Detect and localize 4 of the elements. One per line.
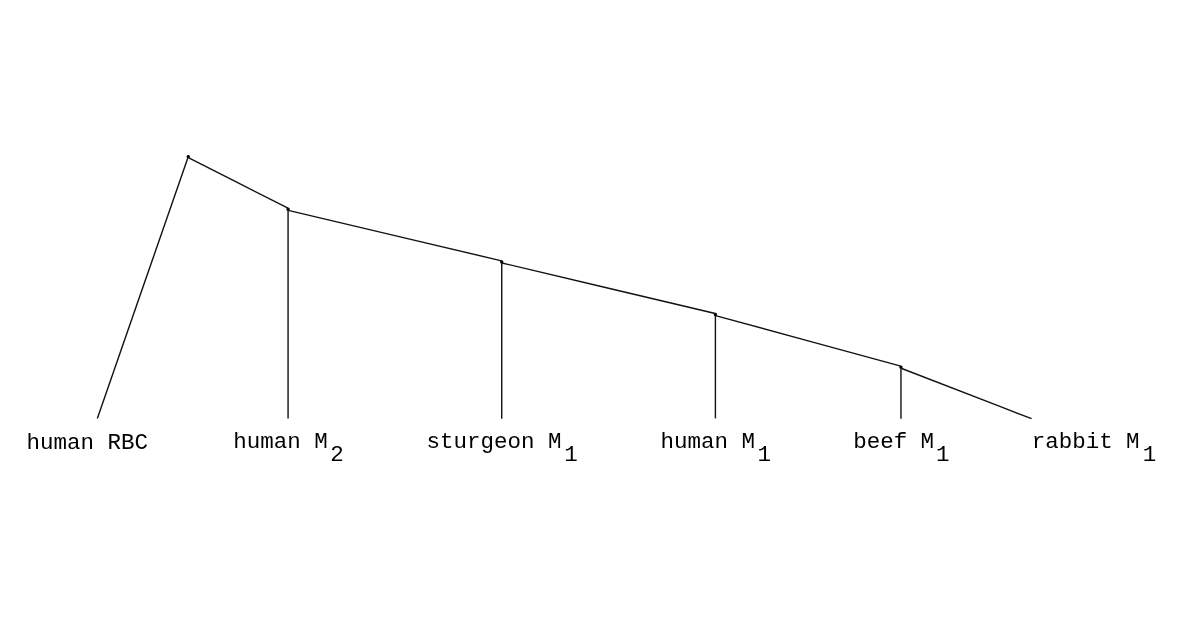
- connector: [900, 367, 1033, 419]
- connector: [900, 367, 902, 419]
- node-point: [186, 154, 190, 158]
- node-text: human RBC: [26, 429, 149, 456]
